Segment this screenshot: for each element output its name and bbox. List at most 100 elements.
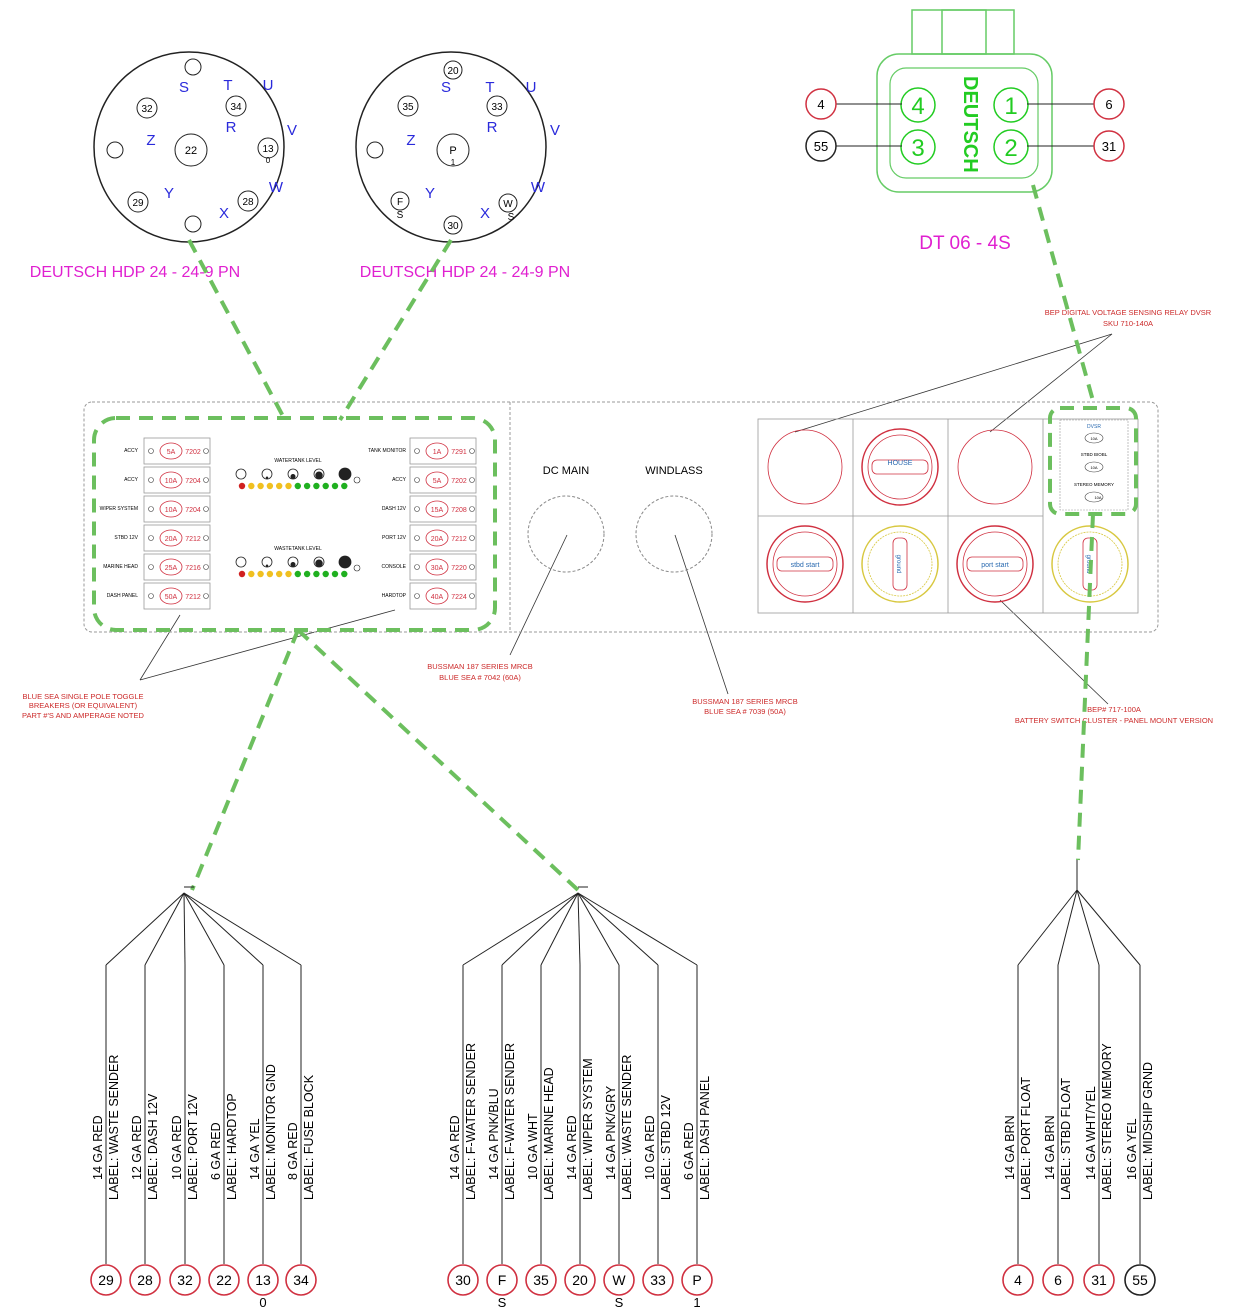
port-start-switch[interactable]: port start [956, 525, 1034, 603]
wire-fan [1057, 889, 1078, 966]
breaker-toggle[interactable] [159, 442, 183, 460]
pin-13-sub: 0 [266, 156, 271, 165]
dvsr-amp-2: 10A [1090, 465, 1097, 470]
level-fill [314, 560, 324, 568]
wire-pin: 13 [255, 1272, 271, 1288]
wire-pin: 55 [1132, 1272, 1148, 1288]
letter-y: Y [164, 185, 174, 202]
battery-annotation-line1: BEP# 717-100A [1087, 705, 1141, 714]
pin-22: 22 [185, 145, 197, 157]
hdp-a-title: DEUTSCH HDP 24 - 24-9 PN [30, 264, 240, 281]
panel-outline [83, 401, 1159, 633]
level-indicator [235, 468, 247, 480]
wire-pin: 4 [1014, 1272, 1022, 1288]
wire-pin: F [498, 1272, 507, 1288]
breaker-toggle[interactable] [159, 558, 183, 576]
pin-letters: S T U V W X Y Z R [146, 77, 297, 222]
wire-fan [577, 892, 581, 966]
dt-wire-55: 55 [814, 139, 828, 154]
level-led [341, 482, 348, 490]
level-fill [314, 472, 324, 480]
breaker-toggle[interactable] [425, 529, 449, 547]
level-led [341, 570, 348, 578]
breaker-led [414, 448, 420, 454]
wire-fan [183, 892, 225, 966]
level-led [322, 570, 329, 578]
breaker-toggle[interactable] [159, 587, 183, 605]
breaker-amp: 10A [165, 507, 178, 514]
watertank-label: WATERTANK LEVEL [274, 458, 322, 464]
pin-f-circle [390, 191, 410, 211]
wire-gauge: 14 GA BRN [1043, 1115, 1057, 1180]
small-pin [366, 141, 384, 159]
breaker-label: DASH 12V [382, 506, 407, 512]
level-led [257, 570, 264, 578]
wire-fan [501, 892, 579, 966]
wire-fan [183, 892, 186, 966]
breaker-led [148, 535, 154, 541]
breaker-toggle[interactable] [159, 500, 183, 518]
breaker-toggle[interactable] [425, 587, 449, 605]
breaker-part: 7202 [185, 449, 201, 456]
wire-fan [462, 892, 579, 966]
wire-gauge: 10 GA RED [643, 1115, 657, 1180]
letter-u: U [526, 79, 537, 96]
pin-w-circle [498, 193, 518, 213]
wire-fan [577, 892, 698, 966]
ground-switch-1[interactable]: ground [861, 525, 939, 603]
stbd-start-switch[interactable]: stbd start [766, 525, 844, 603]
letter-y: Y [425, 185, 435, 202]
breaker-part: 7220 [451, 565, 467, 572]
breaker-toggle[interactable] [425, 558, 449, 576]
pin-w: W [503, 199, 513, 210]
letter-z: Z [406, 132, 415, 149]
breaker-box [143, 495, 211, 523]
breaker-box [143, 553, 211, 581]
wire-label: LABEL: MONITOR GND [264, 1064, 278, 1200]
breaker-amp: 5A [167, 449, 176, 456]
breaker-toggle[interactable] [159, 529, 183, 547]
dc-main-breaker[interactable] [527, 495, 605, 573]
dt-pin-4-circle [900, 87, 936, 123]
breaker-box [409, 524, 477, 552]
breaker-toggle[interactable] [425, 500, 449, 518]
breaker-box [143, 437, 211, 465]
wire-pin: 35 [533, 1272, 549, 1288]
windlass-breaker[interactable] [635, 495, 713, 573]
wire-pin: 20 [572, 1272, 588, 1288]
breaker-label: ACCY [124, 477, 139, 483]
dt-wire-31: 31 [1102, 139, 1116, 154]
breaker-part: 7224 [451, 594, 467, 601]
wire-gauge: 14 GA YEL [248, 1118, 262, 1180]
wire-pin-sub: S [498, 1295, 507, 1310]
breaker-toggle[interactable] [159, 471, 183, 489]
level-fill [339, 556, 351, 568]
level-led [322, 482, 329, 490]
wire-pin: 30 [455, 1272, 471, 1288]
letter-r: R [487, 119, 498, 136]
wire-label: LABEL: MIDSHIP GRND [1141, 1062, 1155, 1200]
breaker-amp: 50A [165, 594, 178, 601]
house-switch[interactable]: HOUSE [861, 428, 939, 506]
level-led [238, 482, 246, 490]
breaker-toggle[interactable] [425, 442, 449, 460]
wire-gauge: 6 GA RED [682, 1122, 696, 1180]
breaker-toggle[interactable] [425, 471, 449, 489]
